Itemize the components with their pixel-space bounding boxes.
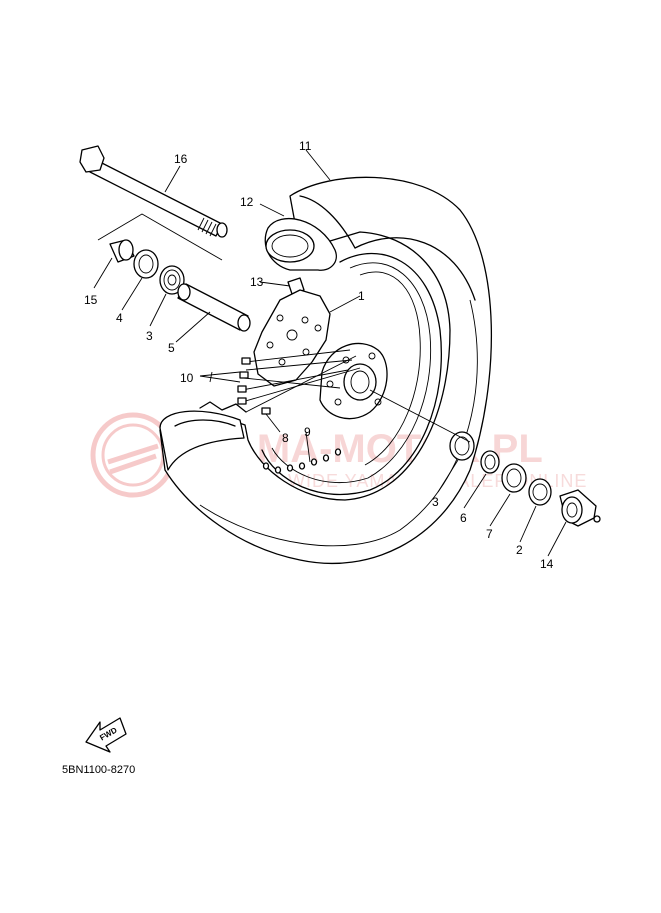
bearing-3-right (449, 431, 475, 461)
callout-7: 7 (486, 527, 493, 541)
axle-centerline (369, 389, 471, 443)
callout-5: 5 (168, 341, 175, 355)
tire-11 (159, 176, 493, 564)
bearing-3-left (159, 265, 185, 295)
callout-3-right: 3 (432, 495, 439, 509)
callout-16: 16 (174, 152, 188, 166)
callout-8: 8 (282, 431, 289, 445)
rim-spoke-holes (262, 448, 342, 474)
brake-disc (253, 289, 331, 387)
part-code: 5BN1100-8270 (62, 764, 135, 776)
callout-2: 2 (516, 543, 523, 557)
axle-16 (79, 145, 228, 238)
callout-12: 12 (240, 195, 254, 209)
spokes-10 (241, 349, 361, 413)
callout-10: 10 (180, 371, 194, 385)
leader-lines (93, 149, 567, 557)
callout-9: 9 (304, 425, 311, 439)
callout-14: 14 (540, 557, 554, 571)
callout-3-left: 3 (146, 329, 153, 343)
circlip-6 (480, 450, 500, 474)
callout-4: 4 (116, 311, 123, 325)
oil-seal-4 (133, 249, 159, 279)
rim-1 (261, 252, 442, 495)
fwd-arrow-icon: FWD (85, 717, 127, 753)
hub (319, 342, 388, 420)
nipples-8 (237, 357, 271, 415)
rim-band-12 (264, 218, 337, 271)
callout-11: 11 (299, 139, 312, 153)
spacer-5 (177, 283, 251, 332)
callout-13: 13 (250, 275, 264, 289)
callouts: 16 11 12 15 4 3 13 1 5 10 8 9 3 6 7 2 14 (84, 139, 554, 571)
callout-15: 15 (84, 293, 98, 307)
group-bracket (97, 213, 223, 261)
collar-15 (109, 239, 135, 263)
collar-14 (559, 489, 601, 527)
oil-seal-2 (528, 478, 552, 506)
callout-6: 6 (460, 511, 467, 525)
callout-1: 1 (358, 289, 365, 303)
oil-seal-7 (501, 463, 527, 493)
